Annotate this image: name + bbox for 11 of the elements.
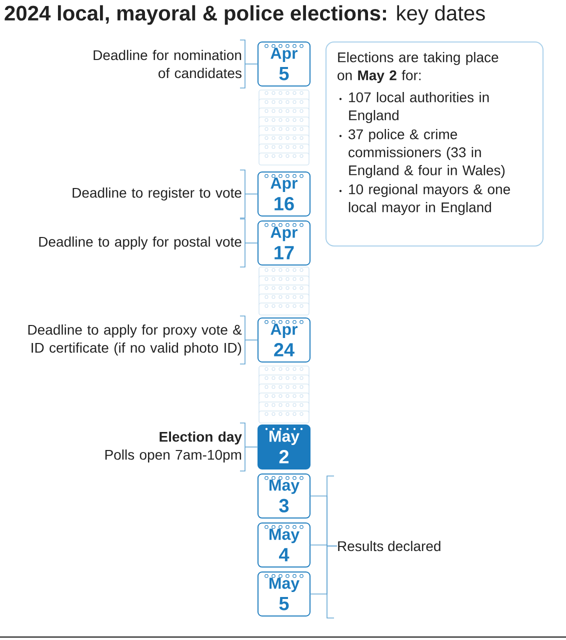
date-label: Deadline to register to vote [72,187,242,201]
leader-line [244,242,258,244]
title: 2024 local, mayoral & police elections: key dates [4,5,485,25]
date-label: Deadline to apply for postal vote [39,236,242,250]
info-box: Elections are taking place on May 2 for: 107 local authorities in England 37 police & crime commissioners (33 in England & four in Wales) 10 regional mayors & one local mayor in England [326,42,544,246]
date-label: Deadline to apply for proxy vote & ID certificate (if no valid photo ID) [28,324,242,356]
date-label: Deadline for nomination of candidates [94,50,242,78]
date-label: Election day Polls open 7am-10pm [105,431,242,463]
results-label: Results declared [338,540,440,552]
leader-line [310,546,338,594]
leader-line [244,446,258,448]
